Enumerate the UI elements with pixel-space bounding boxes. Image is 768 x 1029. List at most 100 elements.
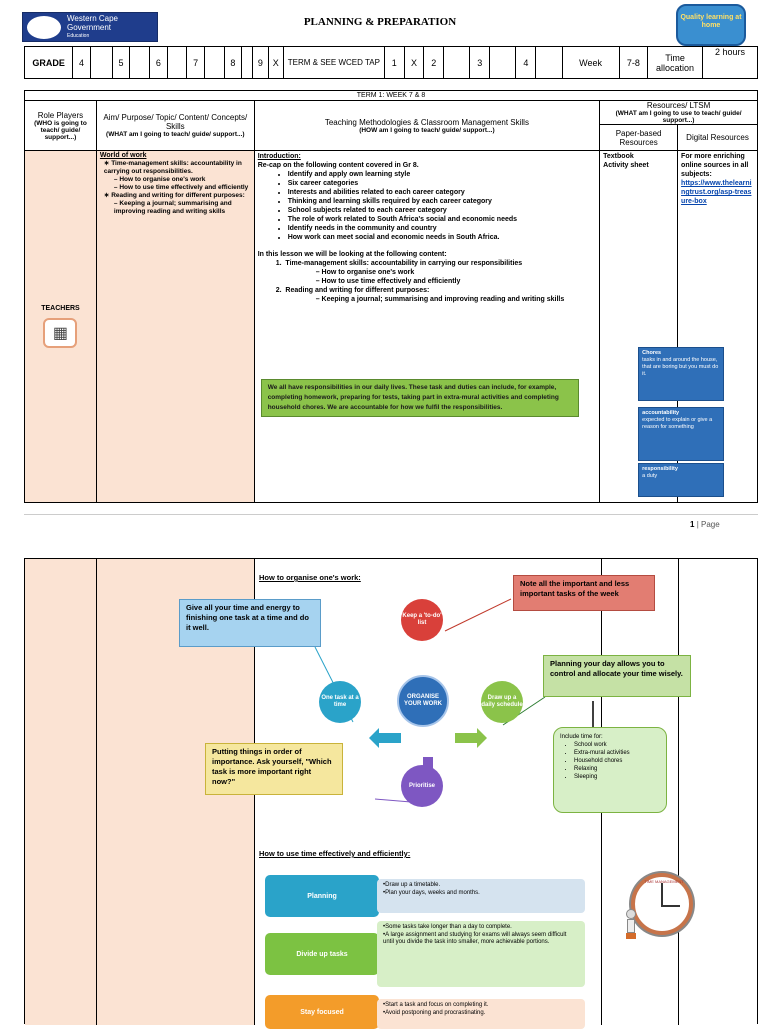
glossary-term: accountability bbox=[642, 410, 680, 416]
lesson-sub-1: – How to organise one's work bbox=[315, 269, 415, 276]
recap-item: Identify and apply own learning style bbox=[288, 170, 596, 179]
wced-logo: Western Cape Government Education bbox=[22, 12, 158, 42]
logo-line1: Western Cape bbox=[67, 14, 118, 23]
grade-6: 6 bbox=[149, 46, 168, 79]
quality-learning-logo: Quality learning at home bbox=[676, 4, 746, 46]
page-separator bbox=[24, 514, 758, 515]
page-title: PLANNING & PREPARATION bbox=[303, 16, 457, 28]
term-banner: TERM 1: WEEK 7 & 8 bbox=[24, 90, 758, 101]
aim-header: Aim/ Purpose/ Topic/ Content/ Concepts/ … bbox=[95, 100, 255, 151]
include-title: Include time for: bbox=[560, 734, 603, 740]
glossary-term: responsibility bbox=[642, 466, 678, 472]
focus-step: Stay focused bbox=[265, 995, 379, 1029]
resources-header-title: Resources/ LTSM bbox=[646, 101, 711, 110]
include-item: Extra-mural activities bbox=[574, 749, 660, 757]
methods-cell: Introduction: Re-cap on the following co… bbox=[253, 150, 601, 503]
glossary-def: tasks in and around the house, that are … bbox=[642, 357, 719, 377]
glossary-term: Chores bbox=[642, 350, 662, 356]
plan-callout: Planning your day allows you to control … bbox=[543, 655, 691, 697]
resources-header-sub: (WHAT am I going to use to teach/ guide/… bbox=[615, 110, 742, 124]
methods-header-title: Teaching Methodologies & Classroom Manag… bbox=[324, 117, 529, 127]
term-1: 1 bbox=[383, 46, 405, 79]
term-2: 2 bbox=[423, 46, 445, 79]
week-label: Week bbox=[561, 46, 620, 79]
teacher-icon: ▦ bbox=[43, 318, 78, 348]
aim-header-title: Aim/ Purpose/ Topic/ Content/ Concepts/ … bbox=[103, 113, 248, 131]
note-callout: Note all the important and less importan… bbox=[513, 575, 655, 611]
give-callout: Give all your time and energy to finishi… bbox=[179, 599, 321, 647]
time-value: 2 hours bbox=[701, 46, 759, 79]
page-footer: 1 | Page bbox=[690, 520, 720, 529]
divide-step: Divide up tasks bbox=[265, 933, 379, 975]
recap-text: Re-cap on the following content covered … bbox=[257, 162, 419, 169]
lesson-item-2: 2. Reading and writing for different pur… bbox=[275, 287, 430, 294]
aim-item-1: ∗ Time-management skills: accountability… bbox=[103, 160, 242, 175]
recap-item: Interests and abilities related to each … bbox=[288, 188, 596, 197]
grade-5: 5 bbox=[111, 46, 131, 79]
include-item: Sleeping bbox=[574, 773, 660, 781]
recap-item: Thinking and learning skills required by… bbox=[288, 197, 596, 206]
clock-label: TIME MANAGEMENT bbox=[644, 879, 684, 884]
recap-item: How work can meet social and economic ne… bbox=[288, 233, 596, 242]
grade-9: 9 bbox=[252, 46, 269, 79]
schedule-circle: Draw up a daily schedule bbox=[481, 681, 523, 723]
role-header-title: Role Players bbox=[37, 110, 84, 120]
recap-item: The role of work related to South Africa… bbox=[288, 215, 596, 224]
term-label: TERM & SEE WCED TAP bbox=[282, 46, 385, 79]
divide-desc: •Some tasks take longer than a day to co… bbox=[377, 921, 585, 987]
p2-role-col bbox=[25, 559, 97, 1025]
aim-sub-1: – How to organise one's work bbox=[113, 176, 206, 183]
aim-sub-2: – How to use time effectively and effici… bbox=[113, 184, 249, 191]
role-cell: TEACHERS ▦ bbox=[24, 150, 97, 503]
glossary-responsibility: responsibility a duty bbox=[638, 463, 725, 497]
prioritise-circle: Prioritise bbox=[401, 765, 443, 807]
recap-item: School subjects related to each career c… bbox=[288, 206, 596, 215]
logo-line2: Government bbox=[67, 23, 112, 32]
organise-center-circle: ORGANISE YOUR WORK bbox=[397, 675, 449, 727]
grade-7: 7 bbox=[186, 46, 205, 79]
paper-item: Activity sheet bbox=[603, 162, 649, 169]
teachers-label: TEACHERS bbox=[41, 305, 80, 312]
lesson-sub-2: – How to use time effectively and effici… bbox=[315, 278, 461, 285]
person-figure-icon bbox=[623, 909, 639, 943]
one-task-circle: One task at a time bbox=[319, 681, 361, 723]
lesson-intro: In this lesson we will be looking at the… bbox=[257, 251, 447, 258]
term-3: 3 bbox=[469, 46, 491, 79]
week-value: 7-8 bbox=[618, 46, 649, 79]
aim-item-2: ∗ Reading and writing for different purp… bbox=[103, 192, 245, 199]
glossary-def: expected to explain or give a reason for… bbox=[642, 417, 713, 430]
organise-heading: How to organise one's work: bbox=[259, 573, 361, 582]
crest-icon bbox=[26, 15, 62, 40]
methods-header: Teaching Methodologies & Classroom Manag… bbox=[253, 100, 601, 151]
focus-desc: •Start a task and focus on completing it… bbox=[377, 999, 585, 1029]
planning-desc: •Draw up a timetable. •Plan your days, w… bbox=[377, 879, 585, 913]
planning-step: Planning bbox=[265, 875, 379, 917]
include-item: School work bbox=[574, 741, 660, 749]
role-header: Role Players (WHO is going to teach/ gui… bbox=[24, 100, 97, 151]
resources-header: Resources/ LTSM (WHAT am I going to use … bbox=[599, 100, 758, 125]
term-1-mark: X bbox=[403, 46, 425, 79]
aim-cell: World of work ∗ Time-management skills: … bbox=[95, 150, 255, 503]
lesson-sub-3: – Keeping a journal; summarising and imp… bbox=[315, 296, 565, 303]
keep-list-circle: Keep a 'to-do' list bbox=[401, 599, 443, 641]
recap-list: Identify and apply own learning style Si… bbox=[258, 170, 596, 242]
grade-4: 4 bbox=[72, 46, 91, 79]
paper-cell: Textbook Activity sheet Chores tasks in … bbox=[599, 150, 725, 503]
grade-8: 8 bbox=[223, 46, 243, 79]
aim-sub-3: – Keeping a journal; summarising and imp… bbox=[113, 200, 232, 215]
include-item: Household chores bbox=[574, 757, 660, 765]
recap-item: Identify needs in the community and coun… bbox=[288, 224, 596, 233]
paper-item: Textbook bbox=[603, 153, 634, 160]
lesson-item-1: 1. Time-management skills: accountabilit… bbox=[275, 260, 523, 267]
time-management-clock-icon: TIME MANAGEMENT bbox=[631, 873, 693, 935]
include-item: Relaxing bbox=[574, 765, 660, 773]
term-4: 4 bbox=[515, 46, 537, 79]
glossary-chores: Chores tasks in and around the house, th… bbox=[638, 347, 725, 401]
digital-text: For more enriching online sources in all… bbox=[681, 153, 749, 178]
treasure-box-link[interactable]: https://www.thelearningtrust.org/asp-tre… bbox=[681, 180, 752, 205]
aim-heading: World of work bbox=[99, 152, 147, 159]
grade-9-mark: X bbox=[267, 46, 284, 79]
glossary-accountability: accountability expected to explain or gi… bbox=[638, 407, 725, 461]
grade-table: GRADE 4 5 6 7 8 9 X TERM & SEE WCED TAP … bbox=[23, 46, 759, 79]
